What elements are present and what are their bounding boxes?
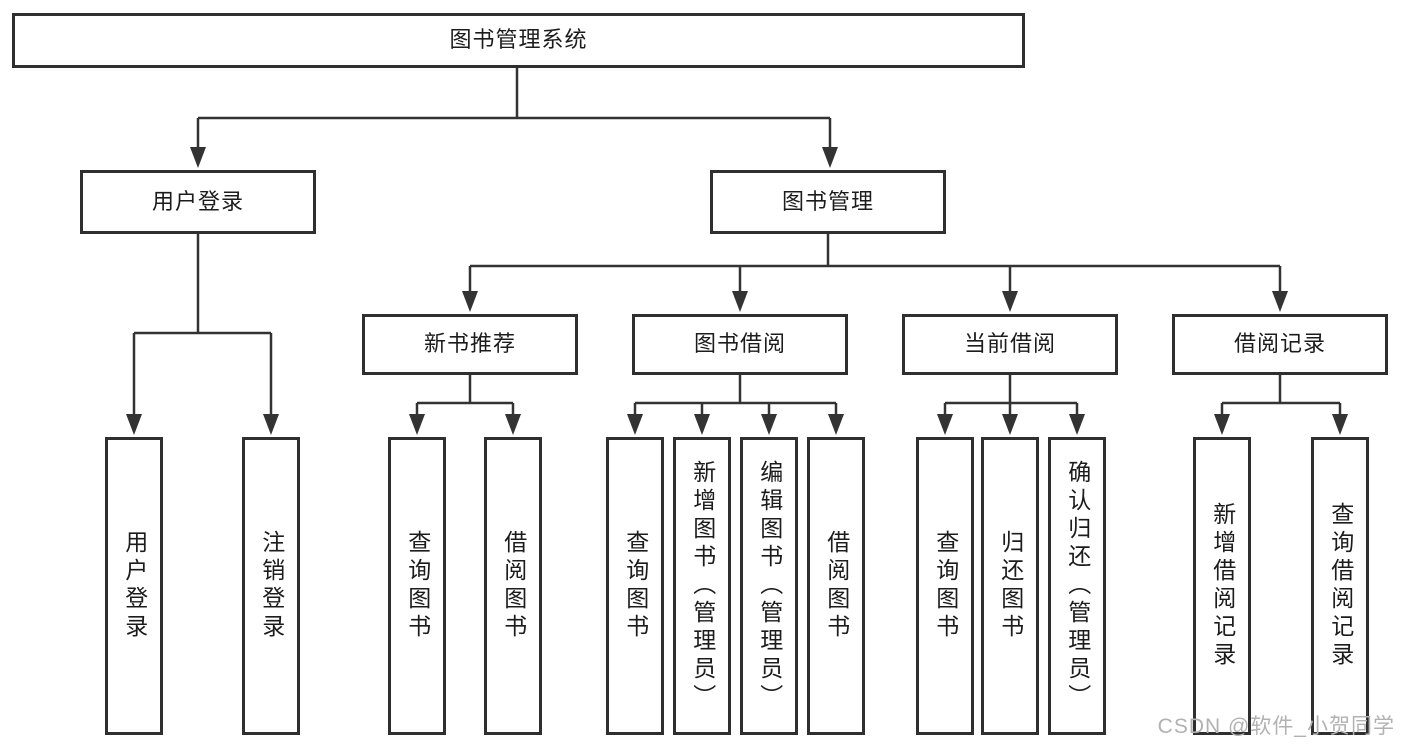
node-book-management: 图书管理 [710, 170, 946, 234]
leaf-add-book-admin: 新增图书（管理员） [673, 437, 731, 735]
node-user-login: 用户登录 [80, 170, 316, 234]
leaf-confirm-return-admin: 确认归还（管理员） [1048, 437, 1106, 735]
leaf-edit-book-admin: 编辑图书（管理员） [740, 437, 798, 735]
leaf-return-books: 归还图书 [981, 437, 1039, 735]
node-book-borrowing: 图书借阅 [632, 314, 848, 375]
node-borrowing-records: 借阅记录 [1172, 314, 1388, 375]
leaf-query-books-recommend: 查询图书 [388, 437, 446, 735]
arrowheads [126, 147, 1348, 435]
leaf-user-login: 用户登录 [105, 437, 163, 735]
node-current-borrowing: 当前借阅 [902, 314, 1118, 375]
leaf-query-books-borrowing: 查询图书 [606, 437, 664, 735]
leaf-borrow-books-borrowing: 借阅图书 [807, 437, 865, 735]
leaf-query-borrow-record: 查询借阅记录 [1311, 437, 1369, 735]
csdn-watermark: CSDN @软件_小贺同学 [1157, 715, 1395, 738]
leaf-logout: 注销登录 [242, 437, 300, 735]
node-new-book-recommendation: 新书推荐 [362, 314, 578, 375]
node-book-management-system: 图书管理系统 [12, 13, 1025, 68]
tree-edges [132, 68, 1342, 417]
leaf-borrow-books-recommend: 借阅图书 [484, 437, 542, 735]
leaf-add-borrow-record: 新增借阅记录 [1193, 437, 1251, 735]
leaf-query-books-current: 查询图书 [916, 437, 974, 735]
